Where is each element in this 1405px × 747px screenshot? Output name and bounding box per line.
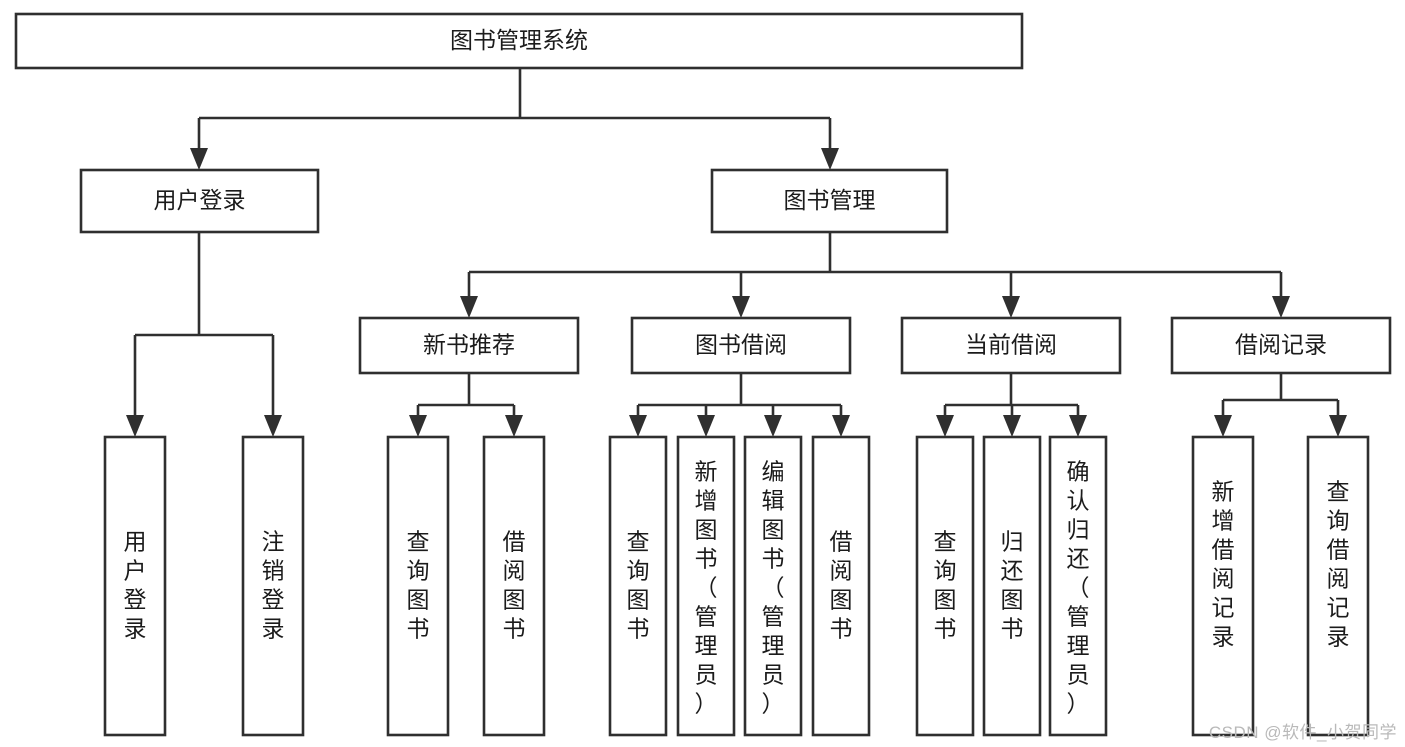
level3-node[interactable]: 新书推荐 [358,316,580,375]
leaf-node-rect[interactable] [915,435,975,737]
level2-node-rect[interactable] [79,168,320,234]
level3-node-rect[interactable] [358,316,580,375]
leaf-node-label: 新增图书（管理员） [695,459,718,717]
connector-group [409,373,523,437]
arrow-head-icon [1002,296,1020,318]
arrow-head-icon [1329,415,1347,437]
leaf-node-label: 归还图书 [1001,529,1024,642]
connector-group [190,68,839,170]
leaf-node-rect[interactable] [676,435,736,737]
leaf-node-rect[interactable] [103,435,167,737]
arrow-head-icon [732,296,750,318]
leaf-node[interactable]: 编辑图书（管理员） [743,435,803,737]
leaf-node-rect[interactable] [608,435,668,737]
level3-node-label: 借阅记录 [1235,332,1327,358]
level3-node-label: 当前借阅 [965,332,1057,358]
watermark-label: CSDN @软件_小贺同学 [1208,723,1397,742]
leaf-node-rect[interactable] [811,435,871,737]
leaf-node-label: 借阅图书 [830,529,853,642]
leaf-node-rect[interactable] [982,435,1042,737]
arrow-head-icon [1003,415,1021,437]
arrow-head-icon [936,415,954,437]
level2-node[interactable]: 图书管理 [710,168,949,234]
leaf-node-label: 查询图书 [627,529,650,642]
leaf-node-label: 新增借阅记录 [1212,479,1235,650]
connector-group [126,232,282,437]
arrow-head-icon [460,296,478,318]
leaf-node[interactable]: 新增图书（管理员） [676,435,736,737]
leaf-node[interactable]: 用户登录 [103,435,167,737]
node-layer: 图书管理系统用户登录图书管理新书推荐图书借阅当前借阅借阅记录用户登录注销登录查询… [14,12,1392,737]
leaf-node-rect[interactable] [386,435,450,737]
leaf-node[interactable]: 查询图书 [386,435,450,737]
connector-group [460,232,1290,318]
leaf-node-label: 确认归还（管理员） [1067,459,1090,717]
leaf-node[interactable]: 归还图书 [982,435,1042,737]
arrow-head-icon [409,415,427,437]
arrow-head-icon [1069,415,1087,437]
arrow-head-icon [505,415,523,437]
leaf-node-rect[interactable] [743,435,803,737]
root-node[interactable]: 图书管理系统 [14,12,1024,70]
level3-node-rect[interactable] [900,316,1122,375]
arrow-head-icon [821,148,839,170]
arrow-head-icon [264,415,282,437]
level3-node-label: 新书推荐 [423,332,515,358]
arrow-head-icon [832,415,850,437]
connector-layer [126,68,1347,437]
root-node-rect[interactable] [14,12,1024,70]
level2-node[interactable]: 用户登录 [79,168,320,234]
level2-node-rect[interactable] [710,168,949,234]
level3-node-rect[interactable] [1170,316,1392,375]
leaf-node-label: 查询借阅记录 [1327,479,1350,650]
connector-group [629,373,850,437]
leaf-node[interactable]: 确认归还（管理员） [1048,435,1108,737]
leaf-node-rect[interactable] [482,435,546,737]
arrow-head-icon [1214,415,1232,437]
leaf-node-label: 编辑图书（管理员） [762,459,785,717]
leaf-node-label: 查询图书 [407,529,430,642]
leaf-node[interactable]: 注销登录 [241,435,305,737]
leaf-node-label: 注销登录 [262,529,285,642]
level3-node-label: 图书借阅 [695,332,787,358]
leaf-node-label: 查询图书 [934,529,957,642]
leaf-node-label: 用户登录 [124,529,147,642]
arrow-head-icon [126,415,144,437]
arrow-head-icon [697,415,715,437]
leaf-node[interactable]: 借阅图书 [811,435,871,737]
leaf-node[interactable]: 新增借阅记录 [1191,435,1255,737]
connector-group [936,373,1087,437]
connector-group [1214,373,1347,437]
leaf-node-rect[interactable] [1306,435,1370,737]
level3-node[interactable]: 当前借阅 [900,316,1122,375]
leaf-node[interactable]: 查询借阅记录 [1306,435,1370,737]
level3-node-rect[interactable] [630,316,852,375]
arrow-head-icon [629,415,647,437]
level3-node[interactable]: 图书借阅 [630,316,852,375]
leaf-node-rect[interactable] [241,435,305,737]
level2-node-label: 图书管理 [784,187,876,213]
leaf-node-rect[interactable] [1048,435,1108,737]
leaf-node-rect[interactable] [1191,435,1255,737]
leaf-node[interactable]: 借阅图书 [482,435,546,737]
leaf-node-label: 借阅图书 [503,529,526,642]
level2-node-label: 用户登录 [154,187,246,213]
arrow-head-icon [1272,296,1290,318]
leaf-node[interactable]: 查询图书 [608,435,668,737]
leaf-node[interactable]: 查询图书 [915,435,975,737]
level3-node[interactable]: 借阅记录 [1170,316,1392,375]
arrow-head-icon [190,148,208,170]
arrow-head-icon [764,415,782,437]
root-node-label: 图书管理系统 [450,27,588,53]
